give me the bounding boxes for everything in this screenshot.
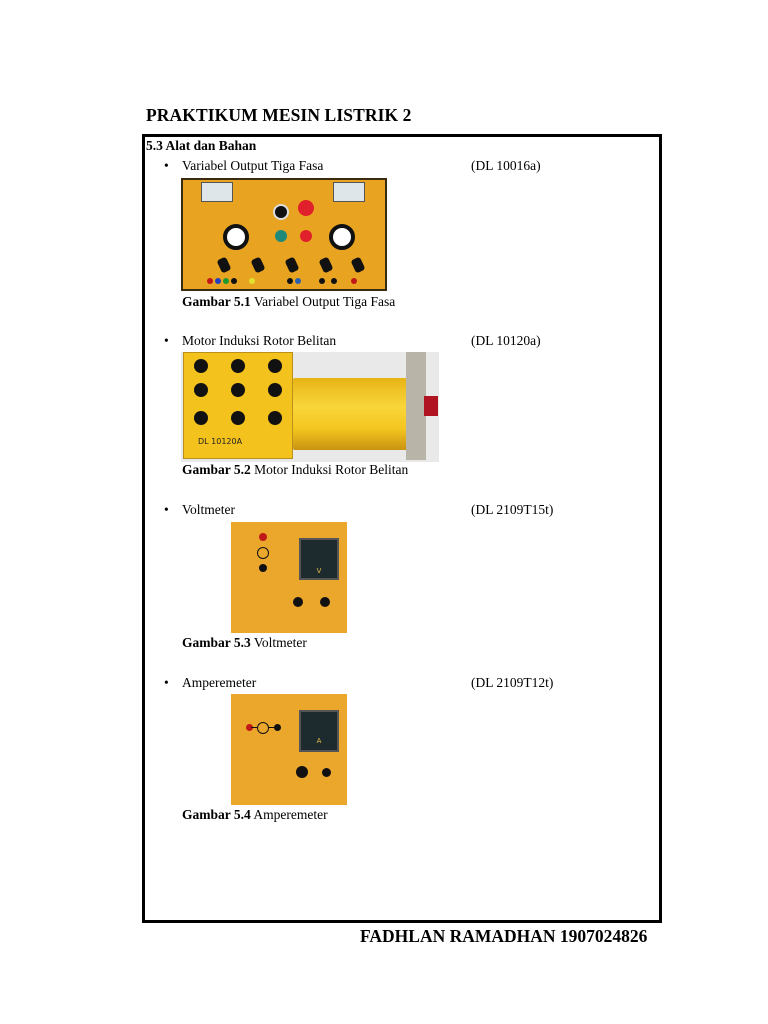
list-item-variable-output: • Variabel Output Tiga Fasa bbox=[164, 158, 323, 174]
item-name: Amperemeter bbox=[182, 675, 257, 690]
bullet: • bbox=[164, 333, 169, 348]
item-name: Voltmeter bbox=[182, 502, 235, 517]
dial-knob-icon bbox=[223, 224, 249, 250]
selector-switch-icon bbox=[250, 256, 266, 274]
switch-icon bbox=[273, 204, 289, 220]
item-code: (DL 2109T12t) bbox=[471, 675, 554, 690]
terminal-icon bbox=[231, 383, 245, 397]
meter-symbol-icon bbox=[257, 547, 269, 559]
terminal-icon bbox=[194, 383, 208, 397]
wound-rotor-motor-image: DL 10120A bbox=[181, 352, 439, 462]
caption-text: Motor Induksi Rotor Belitan bbox=[254, 462, 409, 477]
terminal-icon bbox=[351, 278, 357, 284]
caption-label: Gambar 5.2 bbox=[182, 462, 251, 477]
terminal-icon bbox=[223, 278, 229, 284]
model-label: DL 10120A bbox=[198, 437, 243, 446]
meter-symbol-icon bbox=[257, 722, 269, 734]
motor-coupling bbox=[424, 396, 438, 416]
terminal-icon bbox=[194, 411, 208, 425]
list-item-motor: • Motor Induksi Rotor Belitan bbox=[164, 333, 336, 349]
terminal-icon bbox=[207, 278, 213, 284]
gauge-icon: V bbox=[299, 538, 339, 580]
caption-label: Gambar 5.1 bbox=[182, 294, 251, 309]
terminal-icon bbox=[259, 533, 267, 541]
terminal-icon bbox=[194, 359, 208, 373]
meter-icon bbox=[201, 182, 233, 202]
terminal-icon bbox=[259, 564, 267, 572]
page-title: PRAKTIKUM MESIN LISTRIK 2 bbox=[146, 105, 412, 125]
bullet: • bbox=[164, 158, 169, 173]
terminal-icon bbox=[295, 278, 301, 284]
amperemeter-image: A bbox=[231, 694, 347, 805]
list-item-voltmeter: • Voltmeter bbox=[164, 502, 235, 518]
terminal-icon bbox=[249, 278, 255, 284]
figure-caption: Gambar 5.3 Voltmeter bbox=[182, 635, 307, 651]
gauge-icon: A bbox=[299, 710, 339, 752]
motor-body bbox=[293, 378, 411, 450]
section-heading: 5.3 Alat dan Bahan bbox=[146, 138, 257, 153]
caption-label: Gambar 5.4 bbox=[182, 807, 251, 822]
list-item-amperemeter: • Amperemeter bbox=[164, 675, 256, 691]
knob-icon bbox=[320, 597, 330, 607]
caption-text: Variabel Output Tiga Fasa bbox=[253, 294, 396, 309]
bullet: • bbox=[164, 502, 169, 517]
three-phase-variable-output-image bbox=[181, 178, 387, 291]
terminal-icon bbox=[246, 724, 253, 731]
motor-flange bbox=[406, 352, 426, 460]
terminal-icon bbox=[331, 278, 337, 284]
selector-switch-icon bbox=[216, 256, 232, 274]
terminal-box: DL 10120A bbox=[183, 352, 293, 459]
stop-button-icon bbox=[300, 230, 312, 242]
item-name: Variabel Output Tiga Fasa bbox=[182, 158, 324, 173]
unit-label: V bbox=[316, 567, 322, 575]
terminal-icon bbox=[319, 278, 325, 284]
caption-text: Amperemeter bbox=[253, 807, 328, 822]
caption-label: Gambar 5.3 bbox=[182, 635, 251, 650]
terminal-icon bbox=[215, 278, 221, 284]
content-frame bbox=[142, 134, 662, 923]
figure-caption: Gambar 5.1 Variabel Output Tiga Fasa bbox=[182, 294, 395, 310]
start-button-icon bbox=[275, 230, 287, 242]
terminal-icon bbox=[231, 359, 245, 373]
selector-switch-icon bbox=[284, 256, 300, 274]
knob-icon bbox=[322, 768, 331, 777]
voltmeter-image: V bbox=[231, 522, 347, 633]
knob-icon bbox=[293, 597, 303, 607]
unit-label: A bbox=[316, 737, 322, 745]
emergency-button-icon bbox=[298, 200, 314, 216]
figure-caption: Gambar 5.4 Amperemeter bbox=[182, 807, 328, 823]
item-name: Motor Induksi Rotor Belitan bbox=[182, 333, 337, 348]
terminal-icon bbox=[287, 278, 293, 284]
terminal-icon bbox=[268, 411, 282, 425]
dial-knob-icon bbox=[329, 224, 355, 250]
terminal-icon bbox=[274, 724, 281, 731]
knob-icon bbox=[296, 766, 308, 778]
selector-switch-icon bbox=[350, 256, 366, 274]
item-code: (DL 10120a) bbox=[471, 333, 541, 348]
terminal-icon bbox=[231, 278, 237, 284]
terminal-icon bbox=[268, 359, 282, 373]
item-code: (DL 2109T15t) bbox=[471, 502, 554, 517]
caption-text: Voltmeter bbox=[253, 635, 307, 650]
selector-switch-icon bbox=[318, 256, 334, 274]
terminal-icon bbox=[231, 411, 245, 425]
figure-caption: Gambar 5.2 Motor Induksi Rotor Belitan bbox=[182, 462, 408, 478]
author-footer: FADHLAN RAMADHAN 1907024826 bbox=[360, 926, 648, 946]
terminal-icon bbox=[268, 383, 282, 397]
bullet: • bbox=[164, 675, 169, 690]
item-code: (DL 10016a) bbox=[471, 158, 541, 173]
meter-icon bbox=[333, 182, 365, 202]
